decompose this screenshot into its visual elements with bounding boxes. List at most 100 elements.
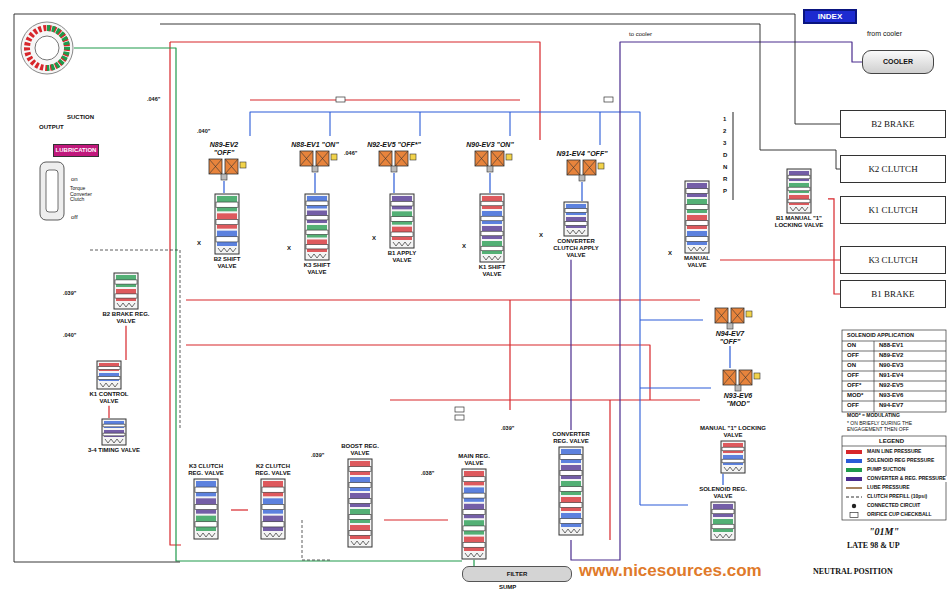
table-cell: N91-EV4: [878, 372, 904, 379]
coil-cross: [491, 151, 504, 166]
main-line: [390, 399, 700, 400]
fluid-chamber: [561, 481, 581, 495]
exhaust-mark: X: [196, 240, 202, 247]
table-cell: OFF: [846, 372, 860, 379]
legend-text: PUMP SUCTION: [866, 467, 906, 473]
node-text: K1 SHIFT VALVE: [468, 264, 516, 278]
valve-bore: [102, 419, 126, 445]
pump: [21, 22, 73, 74]
fluid-chamber: [350, 477, 370, 491]
valve-spring: [724, 467, 742, 471]
hydraulic-passage: [384, 519, 448, 520]
node-text: K3 CLUTCH REG. VALVE: [181, 463, 231, 477]
solenoid-coil: [739, 370, 752, 385]
gear-position: 3: [722, 140, 727, 147]
pump-housing: [21, 22, 73, 74]
valve-spring: [308, 254, 326, 258]
spool-land: [349, 482, 371, 487]
valve-symbol: [95, 272, 157, 310]
solenoid-feed: [419, 112, 420, 136]
port-label: OUTPUT: [38, 124, 65, 131]
fluid-chamber: [307, 211, 327, 224]
valve-bore: [348, 459, 372, 547]
spool-land: [103, 433, 125, 436]
node-text: K2 CLUTCH: [867, 164, 918, 174]
exhaust-mark: X: [286, 245, 292, 252]
spool-land: [686, 237, 708, 242]
valve-bore: [194, 479, 218, 539]
main-line: [609, 400, 610, 540]
spool-land: [306, 230, 328, 234]
valve: MAIN REG. VALVE: [448, 452, 500, 560]
valve: B1 APPLY VALVE: [378, 193, 426, 265]
spool-land: [481, 231, 503, 236]
fluid-chamber: [99, 363, 119, 371]
coil-cross: [395, 151, 408, 166]
solenoid-symbol: [555, 158, 609, 182]
fluid-chamber: [566, 204, 586, 215]
legend-heading: LEGEND: [878, 438, 905, 445]
spool-land: [306, 245, 328, 249]
spool-land: [686, 205, 708, 210]
valve-spring: [567, 230, 585, 234]
valve-bore: [787, 169, 811, 213]
node-text: N88-EV1 "ON": [290, 141, 340, 149]
apply-component-box: K1 CLUTCH: [840, 196, 946, 224]
spool-land: [788, 187, 810, 191]
fluid-chamber: [789, 183, 809, 193]
spool-land: [262, 487, 284, 492]
legend-text: MAIN LINE PRESSURE: [866, 449, 922, 455]
fluid-chamber: [196, 498, 216, 513]
node-text: COOLER: [882, 58, 914, 66]
fluid-chamber: [217, 231, 237, 246]
node-text: N92-EV5 "OFF*": [366, 141, 422, 149]
node-text: B1 BRAKE: [870, 289, 915, 299]
orifice: [336, 97, 345, 102]
spool-land: [722, 447, 744, 451]
table-cell: N94-EV7: [878, 402, 904, 409]
hydraulic-passage: [570, 260, 571, 430]
solenoid-tab: [506, 154, 512, 160]
valve-spring: [714, 534, 732, 538]
legend-swatch: [846, 477, 862, 481]
solenoid-table: [842, 330, 946, 520]
coil-cross: [316, 151, 329, 166]
hydraulic-passage: [125, 326, 126, 360]
orifice-size: .046": [146, 96, 161, 102]
spool-land: [195, 522, 217, 527]
fluid-chamber: [307, 196, 327, 209]
node-text: K1 CONTROL VALVE: [80, 391, 138, 405]
sample-orifice: [850, 513, 858, 518]
gear-position: N: [722, 164, 728, 171]
solenoid-stem: [735, 385, 741, 391]
hydraulic-passage: [489, 173, 490, 193]
solenoid-symbol: [463, 149, 517, 173]
valve-symbol: [181, 478, 231, 540]
fluid-chamber: [789, 171, 809, 181]
fluid-chamber: [464, 471, 484, 485]
exhaust-mark: X: [667, 250, 673, 257]
spool-land: [216, 237, 238, 242]
valve-bore: [685, 181, 709, 253]
solenoid: N90-EV3 "ON": [463, 141, 517, 173]
node-text: B2 SHIFT VALVE: [203, 256, 251, 270]
coil-cross: [567, 160, 580, 175]
gear-position: 2: [722, 128, 727, 135]
fluid-chamber: [687, 199, 707, 213]
node-text: K1 CLUTCH: [867, 205, 918, 215]
valve: K3 CLUTCH REG. VALVE: [181, 462, 231, 540]
gear-position: R: [722, 176, 728, 183]
valve-bore: [261, 479, 285, 539]
spool-land: [463, 477, 485, 482]
valve-symbol: [690, 501, 756, 541]
table-cell: N89-EV2: [878, 352, 904, 359]
valve-spring: [790, 207, 808, 211]
solenoid-tab: [410, 154, 416, 160]
fluid-chamber: [307, 225, 327, 238]
tcc-label: off: [70, 214, 79, 221]
fluid-chamber: [561, 449, 581, 463]
spool-land: [115, 280, 137, 284]
cooler: COOLER: [862, 50, 934, 74]
apply-component-box: K2 CLUTCH: [840, 155, 946, 183]
sample-line: [846, 487, 862, 489]
